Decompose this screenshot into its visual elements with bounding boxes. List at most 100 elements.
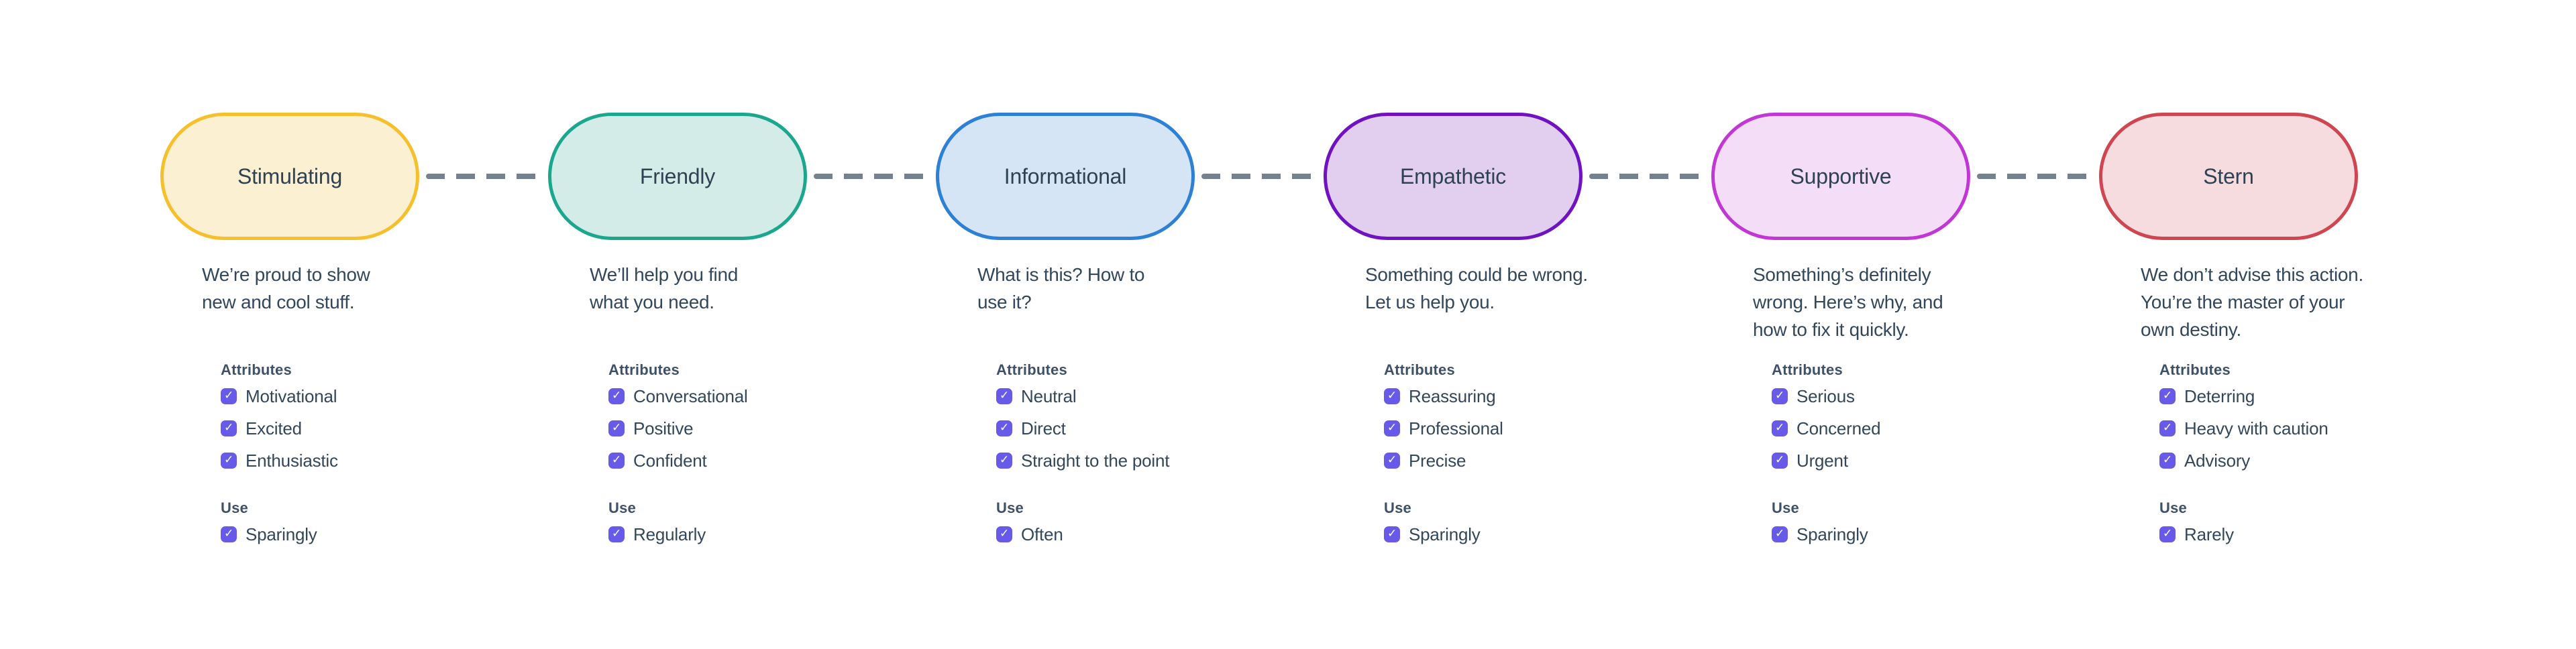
attribute-item[interactable]: ✓ Professional <box>1384 417 1503 440</box>
use-section: Use ✓ Sparingly <box>221 499 317 555</box>
checkbox-checked-icon[interactable]: ✓ <box>2159 526 2176 542</box>
check-icon: ✓ <box>1387 388 1397 402</box>
use-section: Use ✓ Sparingly <box>1772 499 1868 555</box>
use-item[interactable]: ✓ Sparingly <box>1384 523 1481 546</box>
checkbox-checked-icon[interactable]: ✓ <box>1772 420 1788 436</box>
dashed-connector-line <box>1977 174 2092 179</box>
attribute-item[interactable]: ✓ Serious <box>1772 385 1880 408</box>
checkbox-checked-icon[interactable]: ✓ <box>1384 420 1400 436</box>
attribute-item[interactable]: ✓ Straight to the point <box>996 449 1169 472</box>
use-item[interactable]: ✓ Sparingly <box>1772 523 1868 546</box>
tone-description: Something could be wrong. Let us help yo… <box>1365 264 1588 312</box>
attributes-heading: Attributes <box>996 361 1067 378</box>
attributes-section: Attributes ✓ Neutral ✓ Direct ✓ Straight… <box>996 361 1169 481</box>
attribute-label: Urgent <box>1796 450 1848 471</box>
checkbox-checked-icon[interactable]: ✓ <box>2159 453 2176 469</box>
attribute-label: Precise <box>1409 450 1466 471</box>
attribute-item[interactable]: ✓ Conversational <box>608 385 748 408</box>
check-icon: ✓ <box>223 526 234 540</box>
dashed-connector-line <box>1201 174 1317 179</box>
check-icon: ✓ <box>999 526 1010 540</box>
checkbox-checked-icon[interactable]: ✓ <box>2159 388 2176 404</box>
check-icon: ✓ <box>1774 453 1785 467</box>
checkbox-checked-icon[interactable]: ✓ <box>996 453 1012 469</box>
attribute-label: Deterring <box>2184 386 2255 406</box>
checkbox-checked-icon[interactable]: ✓ <box>1384 526 1400 542</box>
use-label: Rarely <box>2184 524 2234 544</box>
checkbox-checked-icon[interactable]: ✓ <box>221 526 237 542</box>
attribute-label: Neutral <box>1021 386 1077 406</box>
checkbox-checked-icon[interactable]: ✓ <box>1772 526 1788 542</box>
attribute-label: Reassuring <box>1409 386 1496 406</box>
attributes-heading: Attributes <box>1772 361 1843 378</box>
attribute-item[interactable]: ✓ Confident <box>608 449 748 472</box>
tone-description: Something’s definitely wrong. Here’s why… <box>1753 264 1943 340</box>
checkbox-checked-icon[interactable]: ✓ <box>221 388 237 404</box>
dashed-connector-line <box>426 174 541 179</box>
check-icon: ✓ <box>611 453 622 467</box>
attribute-item[interactable]: ✓ Reassuring <box>1384 385 1503 408</box>
use-heading: Use <box>2159 499 2187 516</box>
use-section: Use ✓ Regularly <box>608 499 706 555</box>
attribute-item[interactable]: ✓ Positive <box>608 417 748 440</box>
attributes-heading: Attributes <box>2159 361 2231 378</box>
use-label: Sparingly <box>1796 524 1868 544</box>
attribute-label: Excited <box>246 418 302 438</box>
attribute-label: Confident <box>633 450 707 471</box>
check-icon: ✓ <box>2162 453 2173 467</box>
tone-column-stimulating: Stimulating We’re proud to show new and … <box>96 0 484 649</box>
attributes-section: Attributes ✓ Deterring ✓ Heavy with caut… <box>2159 361 2328 481</box>
attribute-item[interactable]: ✓ Precise <box>1384 449 1503 472</box>
use-label: Sparingly <box>1409 524 1481 544</box>
checkbox-checked-icon[interactable]: ✓ <box>996 388 1012 404</box>
use-item[interactable]: ✓ Sparingly <box>221 523 317 546</box>
check-icon: ✓ <box>611 388 622 402</box>
attributes-heading: Attributes <box>221 361 292 378</box>
checkbox-checked-icon[interactable]: ✓ <box>221 453 237 469</box>
checkbox-checked-icon[interactable]: ✓ <box>996 526 1012 542</box>
attribute-label: Straight to the point <box>1021 450 1170 471</box>
tone-pill-label: Empathetic <box>1399 164 1507 188</box>
check-icon: ✓ <box>1774 420 1785 434</box>
attribute-label: Heavy with caution <box>2184 418 2328 438</box>
check-icon: ✓ <box>1387 453 1397 467</box>
attribute-item[interactable]: ✓ Concerned <box>1772 417 1881 440</box>
checkbox-checked-icon[interactable]: ✓ <box>1772 388 1788 404</box>
tone-pill: Friendly <box>548 113 807 240</box>
use-heading: Use <box>996 499 1024 516</box>
tone-description: We’ll help you find what you need. <box>590 264 739 312</box>
check-icon: ✓ <box>1774 388 1785 402</box>
attribute-item[interactable]: ✓ Urgent <box>1772 449 1880 472</box>
attribute-item[interactable]: ✓ Motivational <box>221 385 338 408</box>
check-icon: ✓ <box>2162 388 2173 402</box>
attribute-item[interactable]: ✓ Excited <box>221 417 338 440</box>
check-icon: ✓ <box>223 420 234 434</box>
tone-column-informational: Informational What is this? How to use i… <box>871 0 1259 649</box>
use-heading: Use <box>1772 499 1799 516</box>
use-section: Use ✓ Sparingly <box>1384 499 1481 555</box>
checkbox-checked-icon[interactable]: ✓ <box>608 388 625 404</box>
attribute-item[interactable]: ✓ Heavy with caution <box>2159 417 2328 440</box>
attribute-item[interactable]: ✓ Neutral <box>996 385 1169 408</box>
check-icon: ✓ <box>999 453 1010 467</box>
use-item[interactable]: ✓ Regularly <box>608 523 706 546</box>
checkbox-checked-icon[interactable]: ✓ <box>996 420 1012 436</box>
attribute-item[interactable]: ✓ Advisory <box>2159 449 2328 472</box>
checkbox-checked-icon[interactable]: ✓ <box>2159 420 2176 436</box>
checkbox-checked-icon[interactable]: ✓ <box>608 420 625 436</box>
checkbox-checked-icon[interactable]: ✓ <box>608 526 625 542</box>
check-icon: ✓ <box>999 388 1010 402</box>
checkbox-checked-icon[interactable]: ✓ <box>1384 388 1400 404</box>
checkbox-checked-icon[interactable]: ✓ <box>221 420 237 436</box>
check-icon: ✓ <box>223 388 234 402</box>
use-item[interactable]: ✓ Often <box>996 523 1063 546</box>
tone-pill: Stern <box>2099 113 2358 240</box>
checkbox-checked-icon[interactable]: ✓ <box>608 453 625 469</box>
checkbox-checked-icon[interactable]: ✓ <box>1384 453 1400 469</box>
attribute-item[interactable]: ✓ Enthusiastic <box>221 449 338 472</box>
use-item[interactable]: ✓ Rarely <box>2159 523 2234 546</box>
attribute-item[interactable]: ✓ Deterring <box>2159 385 2328 408</box>
tone-column-stern: Stern We don’t advise this action. You’r… <box>2035 0 2422 649</box>
checkbox-checked-icon[interactable]: ✓ <box>1772 453 1788 469</box>
attribute-item[interactable]: ✓ Direct <box>996 417 1169 440</box>
